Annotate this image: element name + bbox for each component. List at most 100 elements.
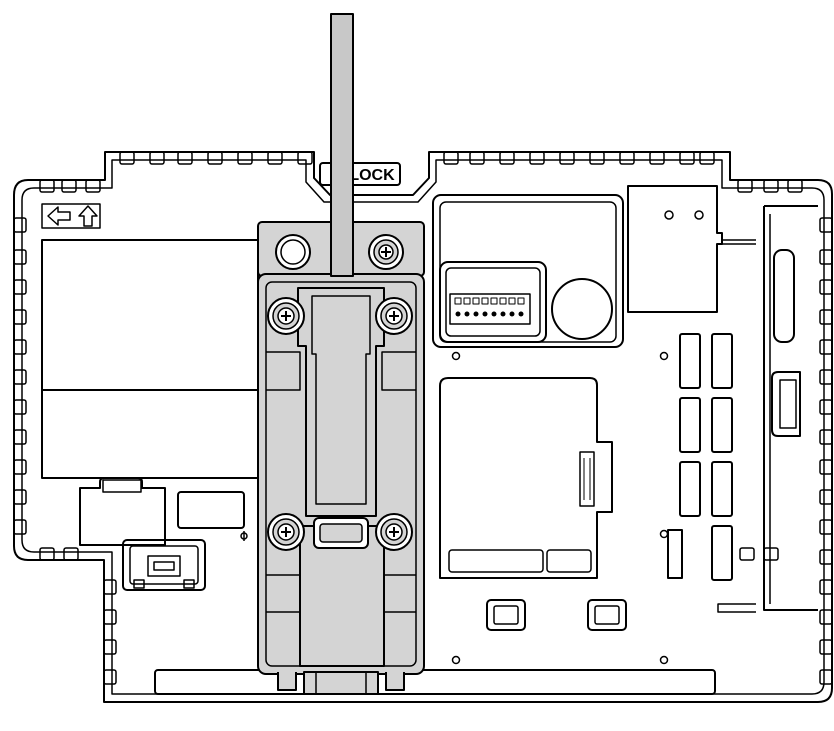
left-label-panels xyxy=(41,239,259,479)
connector-pin xyxy=(500,311,506,317)
cable xyxy=(330,13,354,277)
notch-left xyxy=(13,399,27,415)
connector-housing xyxy=(432,194,624,348)
notch-right xyxy=(819,519,833,535)
connector-module xyxy=(257,221,425,695)
left-lower-parts xyxy=(79,477,248,546)
notch-top xyxy=(85,179,101,193)
notch-right xyxy=(819,579,833,595)
notch-top xyxy=(267,151,283,165)
notch-right xyxy=(819,217,833,233)
vent-slot-single xyxy=(667,529,683,579)
screw-icon xyxy=(375,513,413,551)
notch-right xyxy=(819,609,833,625)
connector-pin xyxy=(464,311,470,317)
notch-top xyxy=(529,151,545,165)
connector-pin xyxy=(473,311,479,317)
notch-left xyxy=(13,339,27,355)
arrow-left-icon xyxy=(47,206,71,226)
vent-slot xyxy=(711,397,733,453)
notch-right xyxy=(819,549,833,565)
vent-slot xyxy=(711,333,733,389)
notch-step xyxy=(39,547,55,561)
notch-right xyxy=(819,279,833,295)
notch-left xyxy=(13,489,27,505)
notch-top xyxy=(207,151,223,165)
notch-left xyxy=(13,459,27,475)
connector-pin xyxy=(491,311,497,317)
notch-left xyxy=(13,249,27,265)
notch-left xyxy=(103,669,117,685)
notch-left xyxy=(13,369,27,385)
notch-right xyxy=(819,309,833,325)
lock-label: LOCK xyxy=(349,167,395,184)
notch-top xyxy=(469,151,485,165)
notch-top xyxy=(61,179,77,193)
notch-left xyxy=(13,279,27,295)
arrow-icons xyxy=(41,203,101,229)
notch-top xyxy=(649,151,665,165)
notch-top xyxy=(39,179,55,193)
notch-top xyxy=(763,179,779,193)
notch-right xyxy=(819,429,833,445)
device-body xyxy=(13,151,833,703)
top-right-plate xyxy=(627,185,723,313)
vent-slots xyxy=(679,333,733,581)
notch-top xyxy=(119,151,135,165)
connector-pin-top xyxy=(472,297,480,305)
bottom-slot xyxy=(154,669,716,695)
notch-right xyxy=(819,249,833,265)
usb-port xyxy=(122,539,206,591)
connector-pin-top xyxy=(517,297,525,305)
notch-right xyxy=(819,399,833,415)
notch-top xyxy=(589,151,605,165)
vent-slot xyxy=(711,525,733,581)
screw-icon xyxy=(375,297,413,335)
connector-pin-top xyxy=(499,297,507,305)
notch-left xyxy=(103,579,117,595)
connector-pin-top xyxy=(454,297,462,305)
vent-slot xyxy=(679,333,701,389)
notch-top xyxy=(559,151,575,165)
connector-pin xyxy=(455,311,461,317)
notch-left xyxy=(13,217,27,233)
lock-label-box: LOCK xyxy=(319,162,401,186)
notch-top xyxy=(149,151,165,165)
connector-pin-top xyxy=(463,297,471,305)
notch-left xyxy=(13,519,27,535)
notch-step xyxy=(763,547,779,561)
connector-pins xyxy=(454,297,525,317)
module-screws xyxy=(267,297,413,551)
notch-top xyxy=(177,151,193,165)
connector-pin xyxy=(509,311,515,317)
battery-cover xyxy=(439,377,613,579)
arrow-up-icon xyxy=(78,205,98,227)
notch-left xyxy=(13,309,27,325)
vent-slot xyxy=(679,397,701,453)
notch-right xyxy=(819,369,833,385)
vent-slot xyxy=(679,461,701,517)
snap-clips xyxy=(486,599,627,631)
screw-icon xyxy=(267,513,305,551)
notch-right xyxy=(819,639,833,655)
mounting-holes xyxy=(451,351,669,665)
notch-top xyxy=(737,179,753,193)
screw-icon xyxy=(267,297,305,335)
notch-left xyxy=(103,639,117,655)
notch-right xyxy=(819,489,833,505)
notch-left xyxy=(13,429,27,445)
connector-pin-top xyxy=(490,297,498,305)
notch-top xyxy=(499,151,515,165)
connector-pin xyxy=(482,311,488,317)
notch-right xyxy=(819,669,833,685)
connector-pin-top xyxy=(481,297,489,305)
notch-top xyxy=(443,151,459,165)
notch-top xyxy=(699,151,715,165)
notch-step xyxy=(739,547,755,561)
notch-top xyxy=(787,179,803,193)
notch-top xyxy=(297,151,313,165)
connector-pin xyxy=(518,311,524,317)
notch-top xyxy=(619,151,635,165)
notch-step xyxy=(63,547,79,561)
